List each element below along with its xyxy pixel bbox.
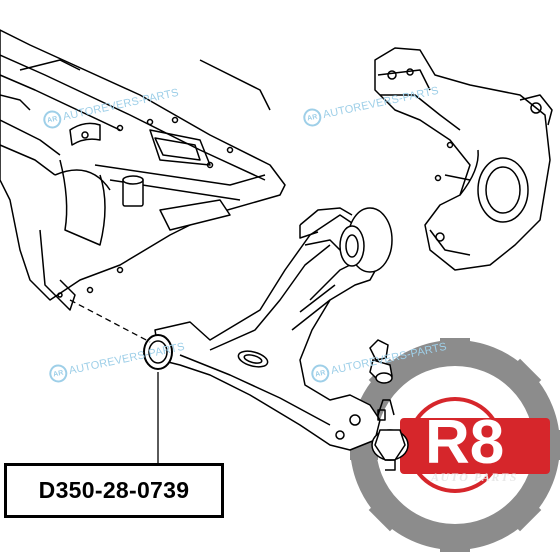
brand-logo-text: R8 bbox=[425, 408, 505, 477]
watermark-logo-icon: AR bbox=[47, 362, 69, 385]
steering-knuckle bbox=[374, 47, 553, 271]
lower-control-arm bbox=[143, 207, 409, 471]
r8-gear-icon bbox=[350, 338, 560, 552]
subframe bbox=[0, 29, 286, 311]
part-number-label: D350-28-0739 bbox=[4, 463, 224, 518]
callout-lines bbox=[69, 299, 159, 465]
ball-joint-bolt bbox=[369, 339, 393, 384]
watermark-logo-icon: AR bbox=[309, 362, 331, 385]
watermark-logo-icon: AR bbox=[301, 106, 323, 129]
brand-logo-subtitle: AUTO PARTS bbox=[431, 470, 518, 484]
watermark-logo-icon: AR bbox=[41, 108, 63, 131]
